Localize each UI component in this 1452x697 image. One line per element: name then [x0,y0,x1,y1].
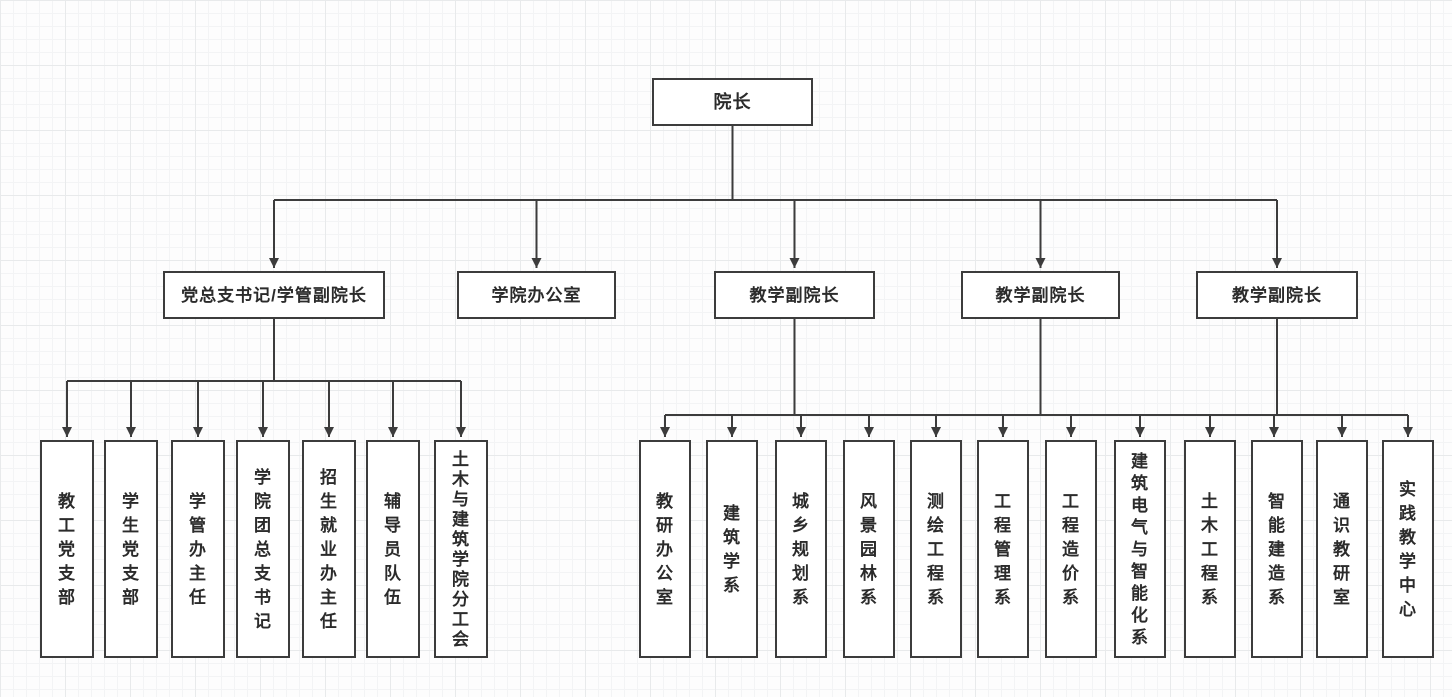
org-node-student-affairs-office-director[interactable]: 学管办主任 [171,440,225,658]
org-node-admissions-employment-office-director[interactable]: 招生就业办主任 [302,440,356,658]
org-node-intelligent-construction-dept[interactable]: 智能建造系 [1251,440,1303,658]
org-node-architecture-dept[interactable]: 建筑学系 [706,440,758,658]
org-node-landscape-architecture-dept[interactable]: 风景园林系 [843,440,895,658]
org-node-student-party-branch[interactable]: 学生党支部 [104,440,158,658]
org-node-label: 建筑电气与智能化系 [1131,451,1149,647]
org-node-general-education-office[interactable]: 通识教研室 [1316,440,1368,658]
admin-branch-connectors [62,319,466,437]
org-node-counselor-team[interactable]: 辅导员队伍 [366,440,420,658]
org-node-label: 教学副院长 [749,285,840,305]
org-node-label: 工程造价系 [1062,491,1080,607]
org-node-label: 教学副院长 [1232,285,1322,305]
teaching-branch-connectors [660,319,1413,437]
org-node-label: 学院办公室 [491,285,582,305]
org-node-label: 风景园林系 [860,491,878,607]
org-node-label: 学管办主任 [189,491,207,607]
org-node-engineering-management-dept[interactable]: 工程管理系 [977,440,1029,658]
org-node-teaching-vice-dean-2[interactable]: 教学副院长 [961,271,1120,319]
org-node-teaching-vice-dean-3[interactable]: 教学副院长 [1196,271,1358,319]
org-node-label: 教学副院长 [995,285,1086,305]
org-node-surveying-engineering-dept[interactable]: 测绘工程系 [910,440,962,658]
org-node-label: 教工党支部 [58,491,76,607]
org-node-label: 工程管理系 [994,491,1012,607]
org-node-label: 实践教学中心 [1399,479,1417,619]
org-node-label: 城乡规划系 [792,491,810,607]
org-node-youth-league-secretary[interactable]: 学院团总支书记 [236,440,290,658]
org-node-urban-rural-planning-dept[interactable]: 城乡规划系 [775,440,827,658]
org-node-label: 通识教研室 [1333,491,1351,607]
org-node-label: 土木工程系 [1201,491,1219,607]
org-node-label: 学院团总支书记 [254,467,272,631]
org-node-label: 招生就业办主任 [320,467,338,631]
org-node-label: 教研办公室 [656,491,674,607]
org-node-label: 党总支书记/学管副院长 [181,285,367,305]
org-node-teaching-research-office[interactable]: 教研办公室 [639,440,691,658]
org-node-faculty-party-branch[interactable]: 教工党支部 [40,440,94,658]
org-node-civil-engineering-dept[interactable]: 土木工程系 [1184,440,1236,658]
org-node-building-electrical-intelligence-dept[interactable]: 建筑电气与智能化系 [1114,440,1166,658]
org-node-party-secretary-student-vice-dean[interactable]: 党总支书记/学管副院长 [163,271,385,319]
org-node-label: 测绘工程系 [927,491,945,607]
org-node-college-labor-union[interactable]: 土木与建筑学院分工会 [434,440,488,658]
org-node-label: 土木与建筑学院分工会 [452,449,470,649]
org-node-label: 学生党支部 [122,491,140,607]
org-node-label: 智能建造系 [1268,491,1286,607]
org-node-practical-teaching-center[interactable]: 实践教学中心 [1382,440,1434,658]
org-node-engineering-cost-dept[interactable]: 工程造价系 [1045,440,1097,658]
org-node-college-office[interactable]: 学院办公室 [457,271,616,319]
org-node-label: 辅导员队伍 [384,491,402,607]
org-node-dean[interactable]: 院长 [652,78,813,126]
org-node-teaching-vice-dean-1[interactable]: 教学副院长 [714,271,875,319]
org-node-label: 院长 [713,92,752,112]
root-to-level2-connectors [269,126,1282,268]
org-node-label: 建筑学系 [723,503,741,595]
